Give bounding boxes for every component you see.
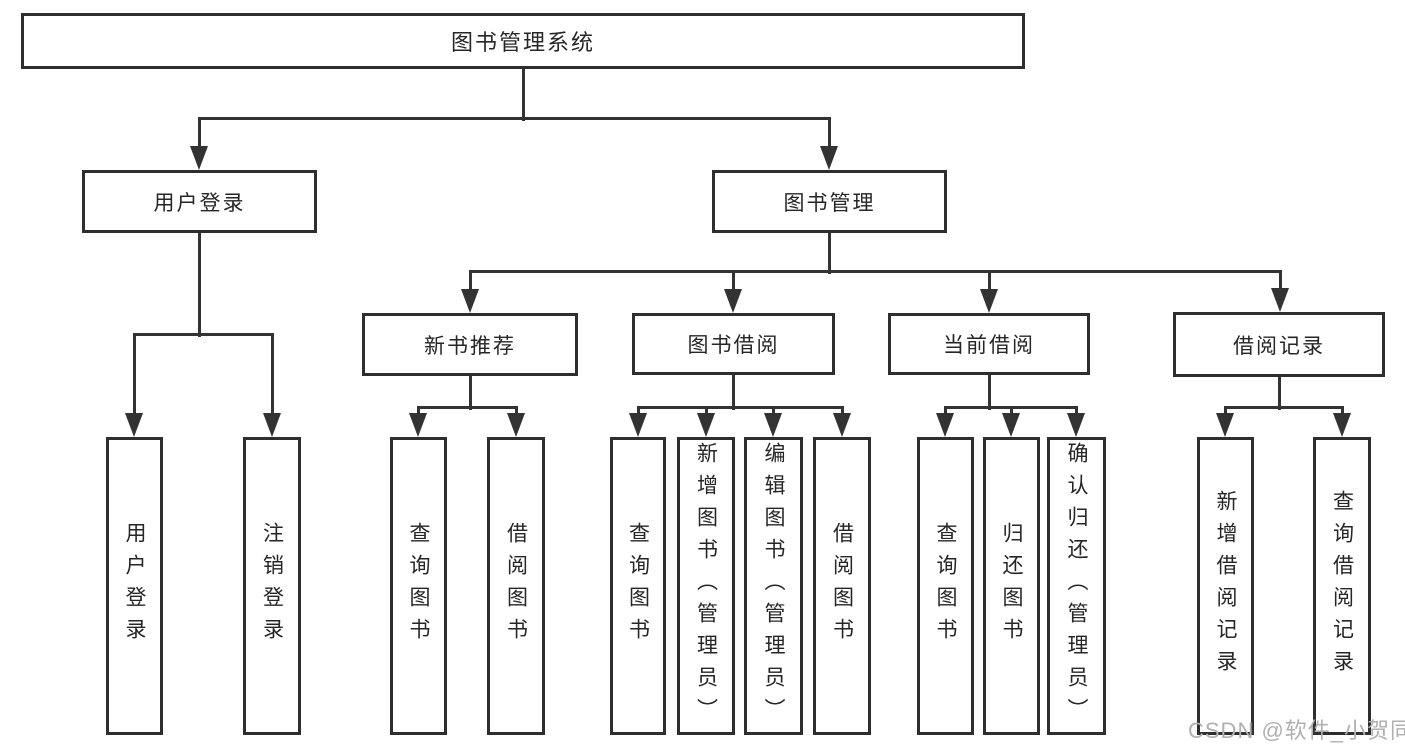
leaf-logout: 注销登录 (243, 437, 301, 735)
arrow-down-icon (629, 413, 647, 437)
connector-drop (840, 409, 844, 415)
node-label: 图书管理系统 (450, 30, 595, 55)
arrow-down-icon (833, 413, 851, 437)
node-book-borrow: 图书借阅 (632, 313, 835, 375)
connector-stem (468, 376, 472, 410)
connector-bar (636, 405, 844, 409)
connector-drop (270, 336, 274, 415)
connector-bar (468, 269, 1282, 273)
connector-drop (1009, 409, 1013, 415)
node-label: 查询图书 (934, 522, 957, 650)
arrow-down-icon (820, 146, 838, 170)
connector-stem (197, 233, 201, 337)
node-label: 归还图书 (1000, 522, 1023, 650)
connector-drop (1223, 409, 1227, 415)
connector-drop (943, 409, 947, 415)
node-borrow-records: 借阅记录 (1173, 312, 1385, 377)
connector-drop (132, 336, 136, 415)
leaf-query-books-borrow: 查询图书 (610, 437, 666, 735)
arrow-down-icon (190, 146, 208, 170)
arrow-down-icon (697, 413, 715, 437)
node-label: 新增借阅记录 (1214, 490, 1237, 682)
connector-stem (731, 375, 735, 410)
arrow-down-icon (125, 413, 143, 437)
connector-drop (514, 409, 518, 415)
connector-drop (416, 409, 420, 415)
connector-stem (1277, 377, 1281, 410)
arrow-down-icon (1333, 413, 1351, 437)
connector-bar (416, 405, 518, 409)
connector-stem (521, 69, 525, 121)
leaf-edit-books-admin: 编辑图书（管理员） (744, 437, 803, 735)
node-label: 查询借阅记录 (1330, 490, 1354, 682)
node-label: 注销登录 (260, 522, 284, 650)
arrow-down-icon (263, 413, 281, 437)
node-label: 查询图书 (626, 522, 650, 650)
node-new-book-recommend: 新书推荐 (362, 313, 578, 376)
arrow-down-icon (936, 413, 954, 437)
leaf-add-books-admin: 新增图书（管理员） (677, 437, 735, 735)
node-label: 新书推荐 (424, 334, 516, 358)
leaf-query-borrow-record: 查询借阅记录 (1313, 437, 1371, 735)
leaf-borrow-books-recommend: 借阅图书 (487, 437, 545, 735)
connector-drop (1074, 409, 1078, 415)
node-library-system: 图书管理系统 (21, 13, 1025, 69)
arrow-down-icon (507, 413, 525, 437)
leaf-confirm-return-admin: 确认归还（管理员） (1047, 437, 1106, 735)
node-label: 图书管理 (783, 191, 876, 215)
csdn-watermark: CSDN @软件_小贺同学 (1188, 718, 1405, 743)
node-current-borrow: 当前借阅 (888, 313, 1090, 375)
arrow-down-icon (980, 289, 998, 313)
connector-bar (1223, 405, 1344, 409)
leaf-query-books-current: 查询图书 (917, 437, 974, 735)
arrow-down-icon (1216, 413, 1234, 437)
node-label: 查询图书 (407, 522, 430, 650)
connector-drop (987, 273, 991, 291)
connector-bar (943, 405, 1078, 409)
connector-drop (731, 273, 735, 291)
leaf-add-borrow-record: 新增借阅记录 (1197, 437, 1254, 735)
node-label: 借阅图书 (830, 522, 854, 650)
node-user-login: 用户登录 (82, 170, 317, 233)
leaf-user-login: 用户登录 (106, 437, 163, 735)
arrow-down-icon (1271, 288, 1289, 312)
connector-drop (197, 120, 201, 148)
arrow-down-icon (409, 413, 427, 437)
node-book-management: 图书管理 (712, 170, 947, 233)
connector-drop (1340, 409, 1344, 415)
leaf-return-books: 归还图书 (983, 437, 1040, 735)
arrow-down-icon (1002, 413, 1020, 437)
node-label: 图书借阅 (687, 334, 780, 357)
leaf-borrow-books: 借阅图书 (813, 437, 871, 735)
arrow-down-icon (764, 413, 782, 437)
connector-drop (704, 409, 708, 415)
connector-stem (827, 233, 831, 274)
connector-drop (827, 120, 831, 148)
node-label: 当前借阅 (943, 334, 1035, 357)
arrow-down-icon (461, 289, 479, 313)
connector-stem (987, 375, 991, 410)
node-label: 借阅记录 (1233, 334, 1325, 358)
node-label: 新增图书（管理员） (694, 442, 718, 730)
node-label: 用户登录 (153, 191, 246, 215)
node-label: 用户登录 (123, 522, 146, 650)
connector-drop (771, 409, 775, 415)
connector-drop (636, 409, 640, 415)
node-label: 编辑图书（管理员） (762, 442, 785, 730)
connector-bar (197, 116, 831, 120)
node-label: 确认归还（管理员） (1065, 442, 1088, 730)
connector-bar (132, 332, 274, 336)
arrow-down-icon (724, 289, 742, 313)
node-label: 借阅图书 (504, 522, 528, 650)
connector-drop (1278, 273, 1282, 290)
leaf-query-books-recommend: 查询图书 (390, 437, 447, 735)
arrow-down-icon (1067, 413, 1085, 437)
connector-drop (468, 273, 472, 291)
